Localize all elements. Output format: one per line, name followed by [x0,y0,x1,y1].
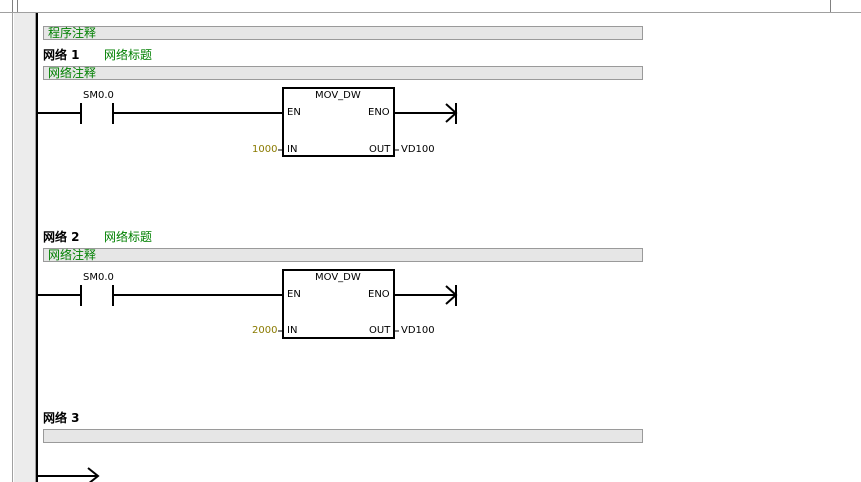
gutter-divider [12,13,13,482]
network-1-in-label: IN [287,144,298,155]
editor-top-strip [0,0,861,13]
gutter-divider-right [35,13,36,482]
network-2-subtitle[interactable]: 网络标题 [104,230,153,244]
network-2-box-name: MOV_DW [315,272,361,283]
network-2-out-label: OUT [369,325,391,336]
network-1-out-label: OUT [369,144,391,155]
network-2-title[interactable]: 网络 2 [43,230,80,244]
network-1-mov-box [282,87,395,157]
network-1-en-label: EN [287,107,301,118]
network-1-title[interactable]: 网络 1 [43,48,80,62]
network-3-comment[interactable] [43,429,643,443]
network-1-box-name: MOV_DW [315,90,361,101]
network-3-rung [38,467,100,482]
network-1-subtitle[interactable]: 网络标题 [104,48,153,62]
network-2-in-label: IN [287,325,298,336]
network-2-rung [38,269,458,339]
network-1-contact-label[interactable]: SM0.0 [83,90,114,101]
network-3-title[interactable]: 网络 3 [43,411,80,425]
network-2-comment[interactable]: 网络注释 [43,248,643,262]
program-comment[interactable]: 程序注释 [43,26,643,40]
rung-panel [36,13,861,482]
network-2-out-value[interactable]: VD100 [401,325,435,336]
network-1-in-value[interactable]: 1000 [252,144,278,155]
gutter-shading [14,13,36,482]
left-power-rail [36,13,38,482]
network-1-rung [38,87,458,157]
network-1-out-value[interactable]: VD100 [401,144,435,155]
network-1-eno-label: ENO [368,107,390,118]
network-2-contact-label[interactable]: SM0.0 [83,272,114,283]
network-2-en-label: EN [287,289,301,300]
network-2-eno-label: ENO [368,289,390,300]
editor-gutter [0,13,13,482]
network-1-comment[interactable]: 网络注释 [43,66,643,80]
network-2-in-value[interactable]: 2000 [252,325,278,336]
